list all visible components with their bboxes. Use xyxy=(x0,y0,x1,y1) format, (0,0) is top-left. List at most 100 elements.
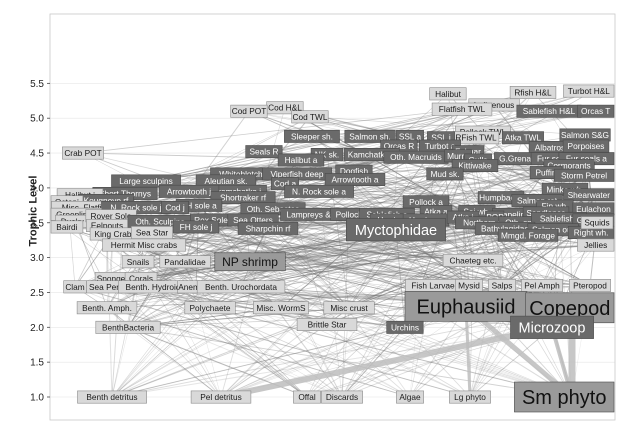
node-sablefish-hl: Sablefish H&L xyxy=(516,104,582,118)
node-mmgd-forage: Mmgd. Forage xyxy=(497,228,559,242)
node-salmon-sg: Salmon S&G xyxy=(559,128,611,142)
node-label: Myctophidae xyxy=(355,223,437,239)
node-label: Misc crust xyxy=(330,303,368,313)
node-box xyxy=(563,84,615,98)
node-label: Albatross xyxy=(535,143,570,153)
node-flatfish-twl: Flatfish TWL xyxy=(431,102,493,116)
node-label: Atka a xyxy=(424,207,448,217)
trophic-link xyxy=(348,229,554,309)
node-label: Pollock a xyxy=(409,197,443,207)
trophic-link xyxy=(404,327,471,398)
trophic-link xyxy=(127,158,596,328)
node-label: Eelpouts xyxy=(91,221,123,231)
trophic-link xyxy=(127,286,154,328)
node-label: Offal xyxy=(298,392,316,402)
node-label: Whiteblotched sk. xyxy=(219,169,284,179)
trophic-link xyxy=(409,90,594,137)
node-label: Halibut xyxy=(435,89,462,99)
node-label: Discards xyxy=(326,392,358,402)
node-cod-twl: Cod TWL xyxy=(291,110,329,124)
node-label: Salps xyxy=(492,281,513,291)
trophic-link xyxy=(111,327,406,398)
node-label: Sablefish H&L xyxy=(523,106,576,116)
node-label: Corals xyxy=(129,274,153,284)
node-box xyxy=(214,252,286,272)
node-label: Fin wh. xyxy=(542,201,569,211)
node-box xyxy=(514,381,615,413)
node-label: Misc. Flatfish xyxy=(62,202,111,212)
node-label: Sleeper sh. xyxy=(291,131,333,141)
node-oth-macruids: Oth. Macruids xyxy=(383,150,449,164)
node-np-shrimp: NP shrimp xyxy=(214,252,286,272)
node-label: Cormorants xyxy=(547,161,590,171)
node-box xyxy=(50,220,84,234)
trophic-link xyxy=(110,227,269,280)
trophic-link xyxy=(209,93,449,308)
node-sharpchin-rf: Sharpchin rf xyxy=(237,221,299,235)
node-label: Salmon S&G xyxy=(561,130,609,140)
node-box xyxy=(284,184,354,198)
trophic-link xyxy=(249,234,529,263)
node-box xyxy=(509,86,557,99)
node-box xyxy=(284,129,340,143)
trophic-link xyxy=(140,226,197,279)
node-box xyxy=(396,390,424,404)
trophic-link xyxy=(111,286,197,398)
trophic-link xyxy=(110,278,222,398)
trophic-link xyxy=(209,232,594,309)
node-label: Cod a xyxy=(274,179,297,189)
node-label: N. Rock sole a xyxy=(292,186,346,196)
trophic-link xyxy=(501,235,529,286)
node-label: Puffin xyxy=(535,168,556,178)
trophic-link xyxy=(195,226,470,286)
node-box xyxy=(76,301,138,315)
node-sm-phyto: Sm phyto xyxy=(514,381,615,413)
trophic-link xyxy=(106,260,474,309)
node-label: Benth detritus xyxy=(86,392,137,402)
node-rfish-hl: Rfish H&L xyxy=(509,86,557,99)
node-shearwater: Shearwater xyxy=(563,188,615,202)
node-label: Arrowtooth j xyxy=(167,186,211,196)
node-label: Microzoop xyxy=(519,321,586,337)
node-label: Sponge xyxy=(97,274,126,284)
node-label: Cod POT xyxy=(232,106,267,116)
node-label: Indigenous xyxy=(474,100,515,110)
trophic-link xyxy=(111,307,211,398)
node-label: Pandalidae xyxy=(164,257,206,267)
trophic-link xyxy=(209,307,573,398)
node-label: Halibut a xyxy=(285,155,318,165)
node-label: Polychaete xyxy=(189,303,230,313)
node-box xyxy=(196,280,286,294)
trophic-link xyxy=(143,244,222,398)
node-label: Crab POT xyxy=(64,148,101,158)
node-label: Clam xyxy=(65,282,84,292)
trophic-link xyxy=(110,244,597,279)
node-label: Porpoises xyxy=(568,141,605,151)
node-label: Mud sk. xyxy=(430,169,459,179)
node-label: Murre xyxy=(447,151,469,161)
trophic-link xyxy=(127,219,254,328)
node-label: Capelin xyxy=(497,209,526,219)
trophic-link xyxy=(111,326,553,398)
node-label: Sea Pens xyxy=(89,282,125,292)
trophic-link xyxy=(348,222,525,308)
node-label: Pollock xyxy=(336,209,364,219)
node-kittiwake: Kittiwake xyxy=(451,159,499,172)
node-box xyxy=(184,301,236,315)
trophic-link xyxy=(127,286,197,328)
node-label: Fur seals a xyxy=(566,154,607,164)
node-label: Rover Sole xyxy=(90,211,131,221)
node-label: G.Grenadier xyxy=(499,154,545,164)
trophic-link xyxy=(469,326,553,398)
node-label: FH sole a xyxy=(181,200,217,210)
node-turbot-hl: Turbot H&L xyxy=(563,84,615,98)
trophic-link xyxy=(74,244,597,288)
node-label: Anemone xyxy=(178,282,214,292)
trophic-link xyxy=(348,229,397,309)
node-box xyxy=(580,216,614,230)
trophic-link xyxy=(110,222,525,279)
node-label: Fur seals xyxy=(537,154,571,164)
trophic-link xyxy=(348,232,594,309)
